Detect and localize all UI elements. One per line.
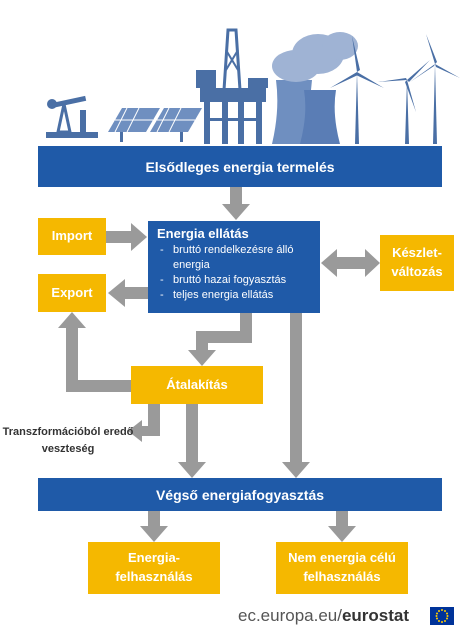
export-box: Export	[38, 274, 106, 312]
arrow-final-to-non-energy-use	[328, 511, 356, 542]
arrow-supply-to-final	[282, 313, 310, 478]
solar-panel-icon	[108, 107, 202, 142]
eu-flag-icon	[430, 607, 454, 625]
energy-supply-title: Energia ellátás	[157, 226, 249, 241]
transformation-box: Átalakítás	[131, 366, 263, 404]
stock-change-label: Készlet-változás	[391, 245, 443, 279]
export-label: Export	[51, 284, 93, 300]
footer-brand: eurostat	[341, 606, 410, 625]
energy-supply-list: bruttó rendelkezésre álló energia bruttó…	[157, 243, 311, 302]
stock-change-box: Készlet-változás	[380, 235, 454, 291]
primary-production-label: Elsődleges energia termelés	[145, 158, 335, 175]
transformation-label: Átalakítás	[166, 376, 228, 392]
energy-supply-item: bruttó hazai fogyasztás	[157, 273, 311, 288]
cooling-tower-icon	[272, 32, 358, 144]
arrow-final-to-energy-use	[140, 511, 168, 542]
oil-platform-icon	[196, 28, 268, 144]
oil-pump-icon	[46, 95, 98, 138]
import-box: Import	[38, 218, 106, 255]
eurostat-footer: ec.europa.eu/eurostat	[238, 606, 409, 626]
energy-use-label: Energia-felhasználás	[115, 550, 193, 584]
non-energy-use-box: Nem energia célú felhasználás	[276, 542, 408, 594]
energy-use-box: Energia-felhasználás	[88, 542, 220, 594]
arrow-transformation-to-final	[178, 404, 206, 478]
arrow-supply-stock	[321, 249, 380, 277]
arrow-transformation-to-export	[58, 312, 131, 392]
wind-turbine-icon	[330, 34, 460, 144]
final-consumption-box: Végső energiafogyasztás	[38, 478, 442, 511]
non-energy-use-label: Nem energia célú felhasználás	[288, 550, 396, 584]
footer-domain: ec.europa.eu/	[238, 606, 342, 625]
final-consumption-label: Végső energiafogyasztás	[155, 486, 325, 503]
arrow-primary-to-supply	[222, 187, 250, 220]
arrow-import-to-supply	[106, 223, 147, 251]
arrow-transformation-loss	[128, 404, 160, 442]
arrow-supply-to-export	[108, 279, 148, 307]
energy-supply-item: teljes energia ellátás	[157, 288, 311, 303]
energy-illustration	[46, 28, 460, 144]
primary-production-box: Elsődleges energia termelés	[38, 146, 442, 187]
energy-supply-box: Energia ellátás bruttó rendelkezésre áll…	[148, 221, 320, 313]
import-label: Import	[51, 228, 93, 244]
transformation-loss-label: Transzformációból eredő veszteség	[2, 426, 134, 455]
arrow-supply-to-transformation	[188, 313, 252, 366]
energy-supply-item: bruttó rendelkezésre álló energia	[157, 243, 311, 273]
